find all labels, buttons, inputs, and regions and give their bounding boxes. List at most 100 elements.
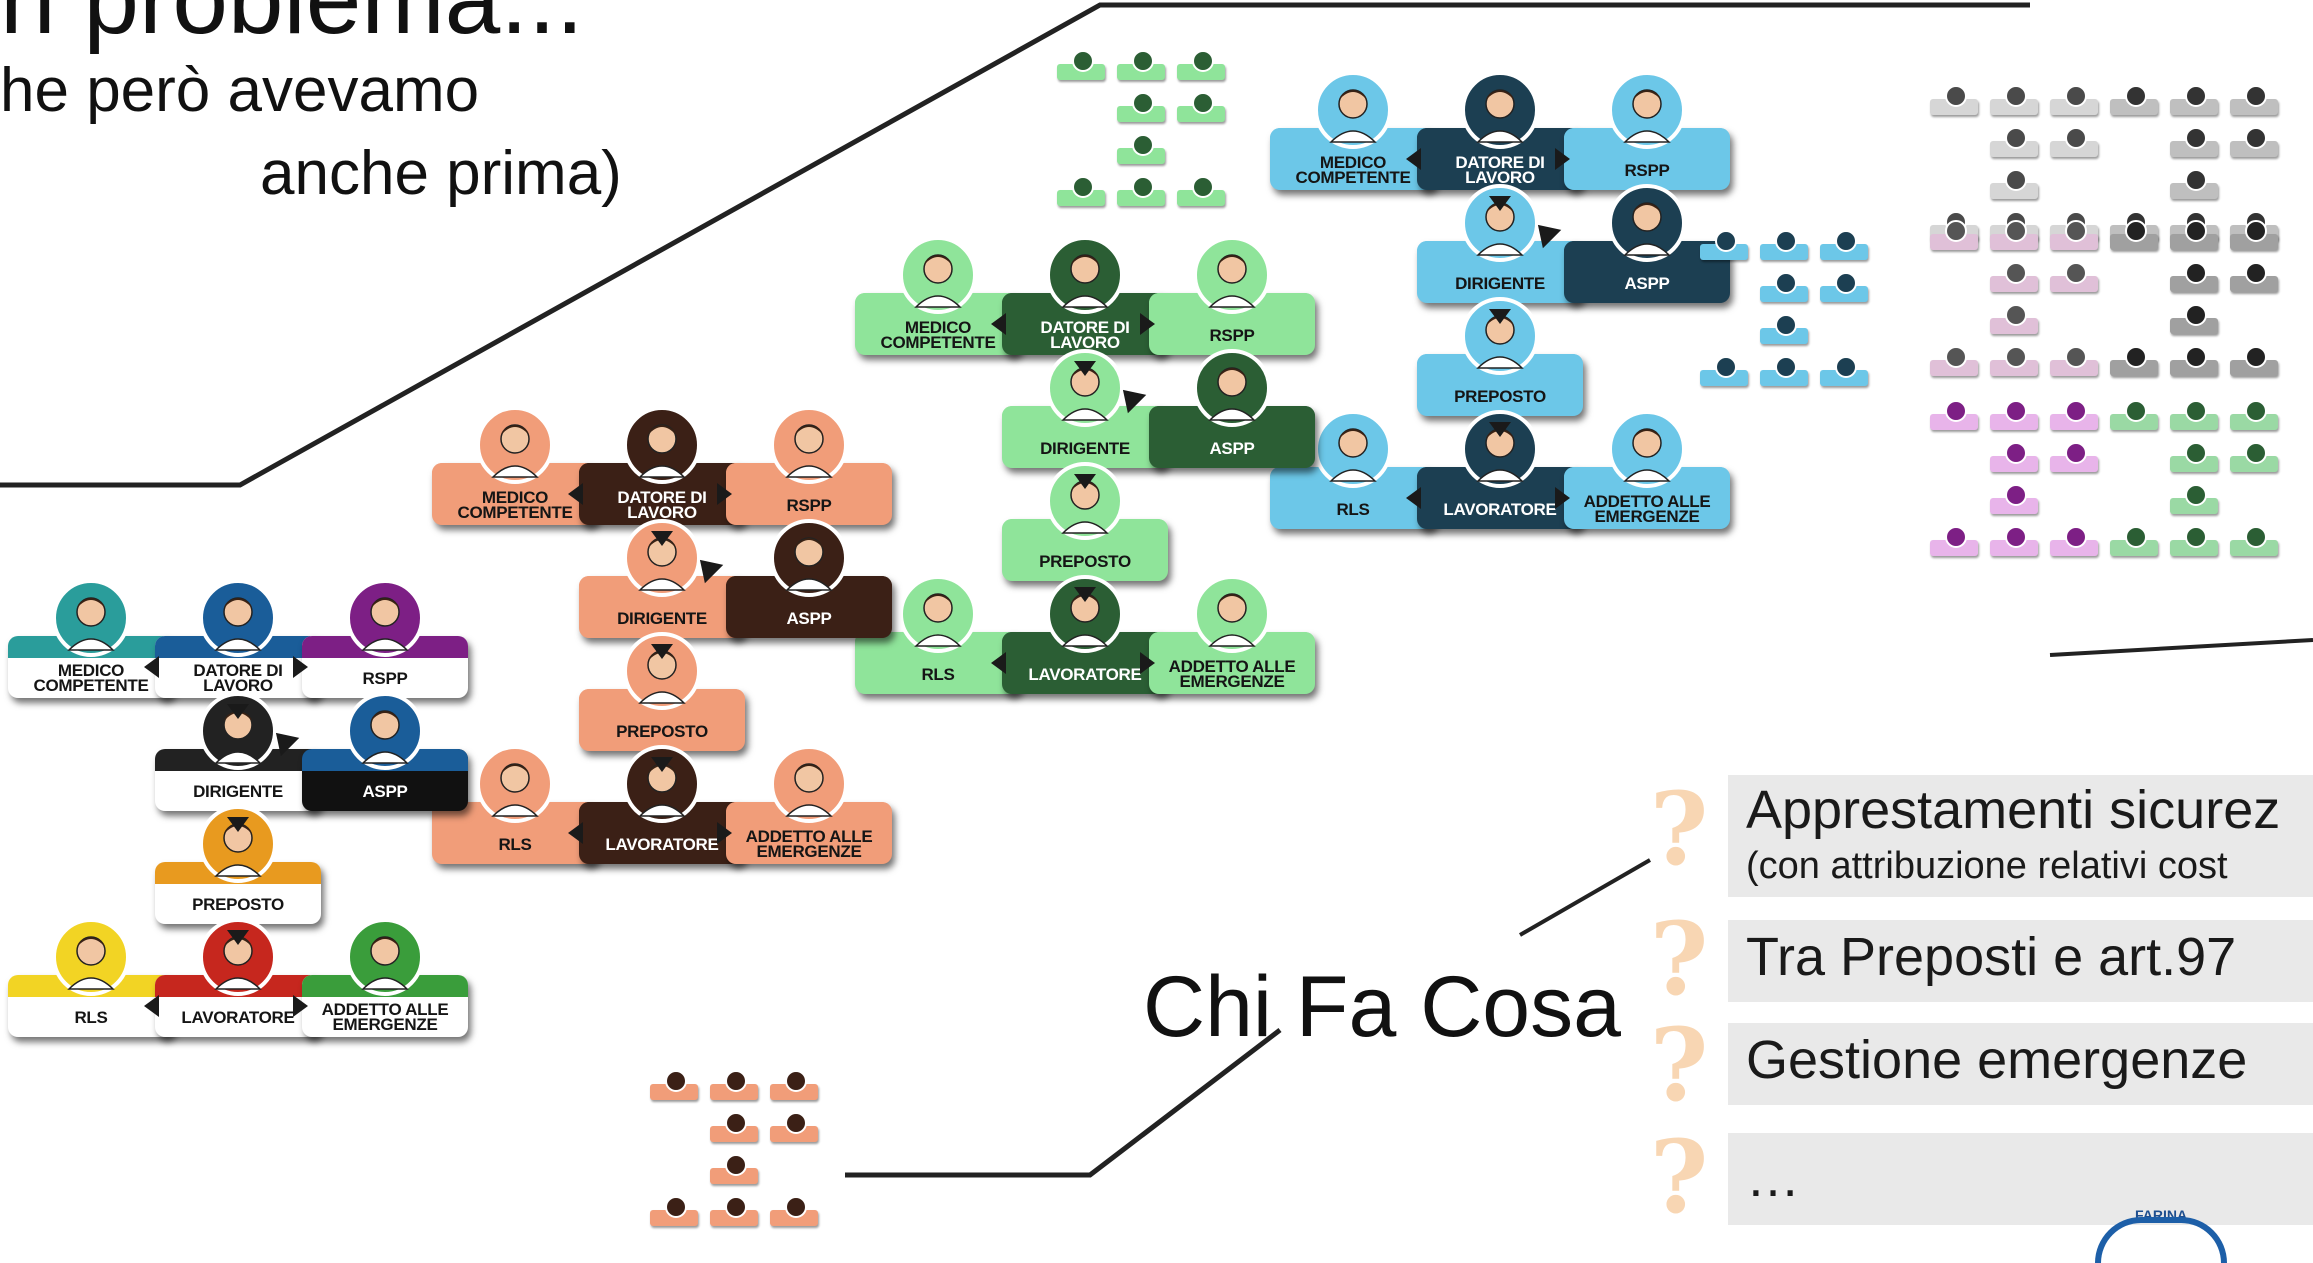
arrow-icon: [568, 483, 583, 505]
role-label: LAVORATORE: [605, 834, 719, 854]
arrow-icon: [1555, 148, 1570, 170]
role-card-datore: DATORE DI LAVORO: [579, 405, 745, 529]
arrow-icon: [293, 656, 308, 678]
avatar-icon: [1460, 70, 1540, 150]
avatar-icon: [1192, 348, 1272, 428]
chi-fa-cosa-label: Chi Fa Cosa: [1143, 959, 1621, 1055]
role-label: ASPP: [1624, 273, 1670, 293]
question-mark-icon: ?: [1649, 1006, 1709, 1124]
role-label: RSPP: [362, 668, 408, 688]
arrow-icon: [991, 313, 1006, 335]
arrow-icon: [717, 822, 732, 844]
role-plate: LAVORATORE: [1417, 467, 1583, 529]
arrow-icon: [1074, 474, 1096, 489]
avatar-icon: [769, 405, 849, 485]
role-label: PREPOSTO: [616, 721, 708, 741]
role-card-addetto: ADDETTO ALLE EMERGENZE: [1564, 409, 1730, 533]
avatar-icon: [1607, 183, 1687, 263]
avatar-icon: [1192, 235, 1272, 315]
avatar-icon: [198, 917, 278, 997]
role-card-rls: RLS: [8, 917, 174, 1041]
role-card-preposto: PREPOSTO: [1002, 461, 1168, 585]
list-item-sub: (con attribuzione relativi cost: [1746, 845, 2228, 887]
role-label: ASPP: [362, 781, 408, 801]
role-card-medico: MEDICO COMPETENTE: [1270, 70, 1436, 194]
role-label: ADDETTO ALLE EMERGENZE: [1168, 657, 1296, 691]
role-card-preposto: PREPOSTO: [1417, 296, 1583, 420]
avatar-icon: [622, 405, 702, 485]
avatar-icon: [622, 518, 702, 598]
role-label: PREPOSTO: [1039, 551, 1131, 571]
role-label: RLS: [498, 834, 532, 854]
question-mark-icon: ?: [1649, 770, 1709, 888]
role-label: MEDICO COMPETENTE: [457, 488, 573, 522]
role-label: DIRIGENTE: [617, 608, 707, 628]
avatar-icon: [898, 235, 978, 315]
role-label: ADDETTO ALLE EMERGENZE: [1583, 492, 1711, 526]
avatar-icon: [1045, 461, 1125, 541]
arrow-icon: [1555, 487, 1570, 509]
avatar-icon: [1607, 70, 1687, 150]
avatar-icon: [475, 405, 555, 485]
list-item-main: Gestione emergenze: [1746, 1030, 2248, 1090]
role-card-medico: MEDICO COMPETENTE: [855, 235, 1021, 359]
slide-subtitle-line1: he però avevamo: [0, 56, 480, 125]
role-card-rls: RLS: [1270, 409, 1436, 533]
role-label: RLS: [1336, 499, 1370, 519]
role-card-aspp: ASPP: [1149, 348, 1315, 472]
avatar-icon: [622, 744, 702, 824]
slide-subtitle-line2: anche prima): [260, 139, 622, 208]
role-label: RLS: [74, 1007, 108, 1027]
mini-org-chart-thumbnail: [1700, 230, 1870, 395]
arrow-icon: [1074, 361, 1096, 376]
role-label: ASPP: [1209, 438, 1255, 458]
role-label: ADDETTO ALLE EMERGENZE: [745, 827, 873, 861]
avatar-icon: [769, 518, 849, 598]
avatar-icon: [198, 804, 278, 884]
logo: FARINA: [2085, 1205, 2313, 1263]
role-label: LAVORATORE: [181, 1007, 295, 1027]
role-card-dirigente: DIRIGENTE: [579, 518, 745, 642]
role-label: MEDICO COMPETENTE: [33, 661, 149, 695]
role-card-datore: DATORE DI LAVORO: [155, 578, 321, 702]
avatar-icon: [1192, 574, 1272, 654]
avatar-icon: [1045, 235, 1125, 315]
mini-org-chart-thumbnail: [1930, 220, 2100, 385]
arrow-icon: [568, 822, 583, 844]
role-label: DIRIGENTE: [193, 781, 283, 801]
arrow-icon: [651, 757, 673, 772]
question-mark-icon: ?: [1649, 1118, 1709, 1236]
role-label: DIRIGENTE: [1455, 273, 1545, 293]
role-label: RLS: [921, 664, 955, 684]
role-card-addetto: ADDETTO ALLE EMERGENZE: [1149, 574, 1315, 698]
avatar-icon: [1460, 296, 1540, 376]
mini-org-chart-thumbnail: [650, 1070, 820, 1235]
role-card-rspp: RSPP: [726, 405, 892, 529]
arrow-icon: [651, 644, 673, 659]
role-card-rspp: RSPP: [1564, 70, 1730, 194]
role-card-rls: RLS: [432, 744, 598, 868]
role-plate: ASPP: [1149, 406, 1315, 468]
slide-title-fragment: n problema...: [0, 0, 584, 57]
logo-mark-icon: [2095, 1217, 2227, 1263]
avatar-icon: [198, 578, 278, 658]
role-label: MEDICO COMPETENTE: [1295, 153, 1411, 187]
arrow-icon: [651, 531, 673, 546]
role-card-aspp: ASPP: [302, 691, 468, 815]
list-item: …: [1728, 1133, 2313, 1225]
list-item-main: Apprestamenti sicurez: [1746, 780, 2281, 840]
arrow-icon: [1074, 587, 1096, 602]
list-item: Apprestamenti sicurez (con attribuzione …: [1728, 775, 2313, 897]
avatar-icon: [1313, 70, 1393, 150]
avatar-icon: [1045, 574, 1125, 654]
arrow-icon: [1140, 313, 1155, 335]
arrow-icon: [144, 656, 159, 678]
avatar-icon: [51, 578, 131, 658]
arrow-icon: [144, 995, 159, 1017]
role-plate: PREPOSTO: [579, 689, 745, 751]
arrow-icon: [227, 704, 249, 719]
role-label: RSPP: [1209, 325, 1255, 345]
mini-org-chart-thumbnail: [1930, 400, 2100, 565]
question-mark-icon: ?: [1649, 900, 1709, 1018]
